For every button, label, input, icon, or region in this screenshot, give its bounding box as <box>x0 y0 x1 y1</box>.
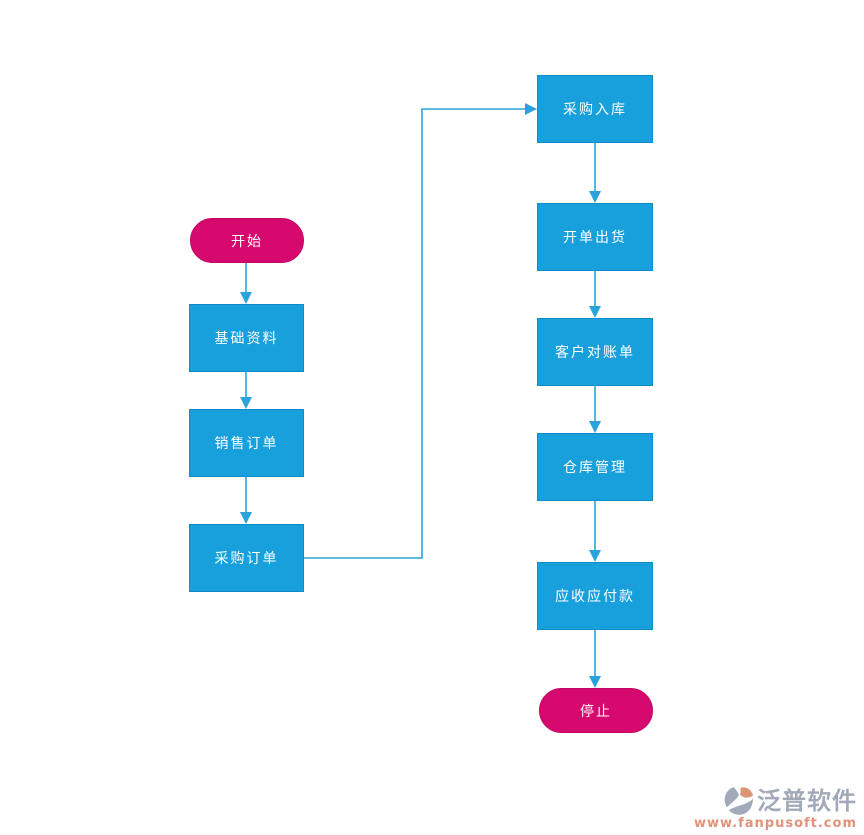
node-billing-shipment: 开单出货 <box>537 203 653 271</box>
edge-basic-data-to-sales-order <box>240 372 252 409</box>
brand-name: 泛普软件 <box>757 786 857 815</box>
node-billing-shipment-label: 开单出货 <box>563 230 627 246</box>
node-customer-statement-label: 客户对账单 <box>555 345 635 361</box>
node-sales-order: 销售订单 <box>189 409 304 477</box>
brand-url: www.fanpusoft.com <box>693 816 857 831</box>
node-purchase-order-label: 采购订单 <box>214 551 279 567</box>
edge-purchase-inbound-to-billing-shipment <box>589 143 601 203</box>
node-stop: 停止 <box>539 688 653 733</box>
edge-receivable-payable-to-stop <box>589 630 601 688</box>
node-customer-statement: 客户对账单 <box>537 318 653 386</box>
brand-row: 泛普软件 <box>724 785 857 816</box>
node-purchase-inbound-label: 采购入库 <box>563 102 627 118</box>
fanpu-logo-icon <box>724 786 754 815</box>
node-stop-label: 停止 <box>580 703 612 720</box>
node-warehouse-mgmt-label: 仓库管理 <box>563 460 627 476</box>
fanpu-watermark: 泛普软件 www.fanpusoft.com <box>694 785 857 830</box>
edge-customer-statement-to-warehouse <box>589 386 601 433</box>
node-purchase-inbound: 采购入库 <box>537 75 653 143</box>
edge-billing-shipment-to-customer-statement <box>589 271 601 318</box>
node-sales-order-label: 销售订单 <box>214 436 279 452</box>
node-warehouse-mgmt: 仓库管理 <box>537 433 653 501</box>
node-receivable-payable: 应收应付款 <box>537 562 653 630</box>
node-start-label: 开始 <box>231 233 263 250</box>
edge-start-to-basic-data <box>240 263 252 304</box>
node-start: 开始 <box>190 218 304 263</box>
node-basic-data-label: 基础资料 <box>214 331 279 347</box>
edge-purchase-order-to-purchase-inbound <box>304 103 537 559</box>
edge-warehouse-to-receivable-payable <box>589 501 601 562</box>
node-purchase-order: 采购订单 <box>189 524 304 592</box>
node-basic-data: 基础资料 <box>189 304 304 372</box>
node-receivable-payable-label: 应收应付款 <box>555 589 635 605</box>
edge-sales-order-to-purchase-order <box>240 477 252 524</box>
